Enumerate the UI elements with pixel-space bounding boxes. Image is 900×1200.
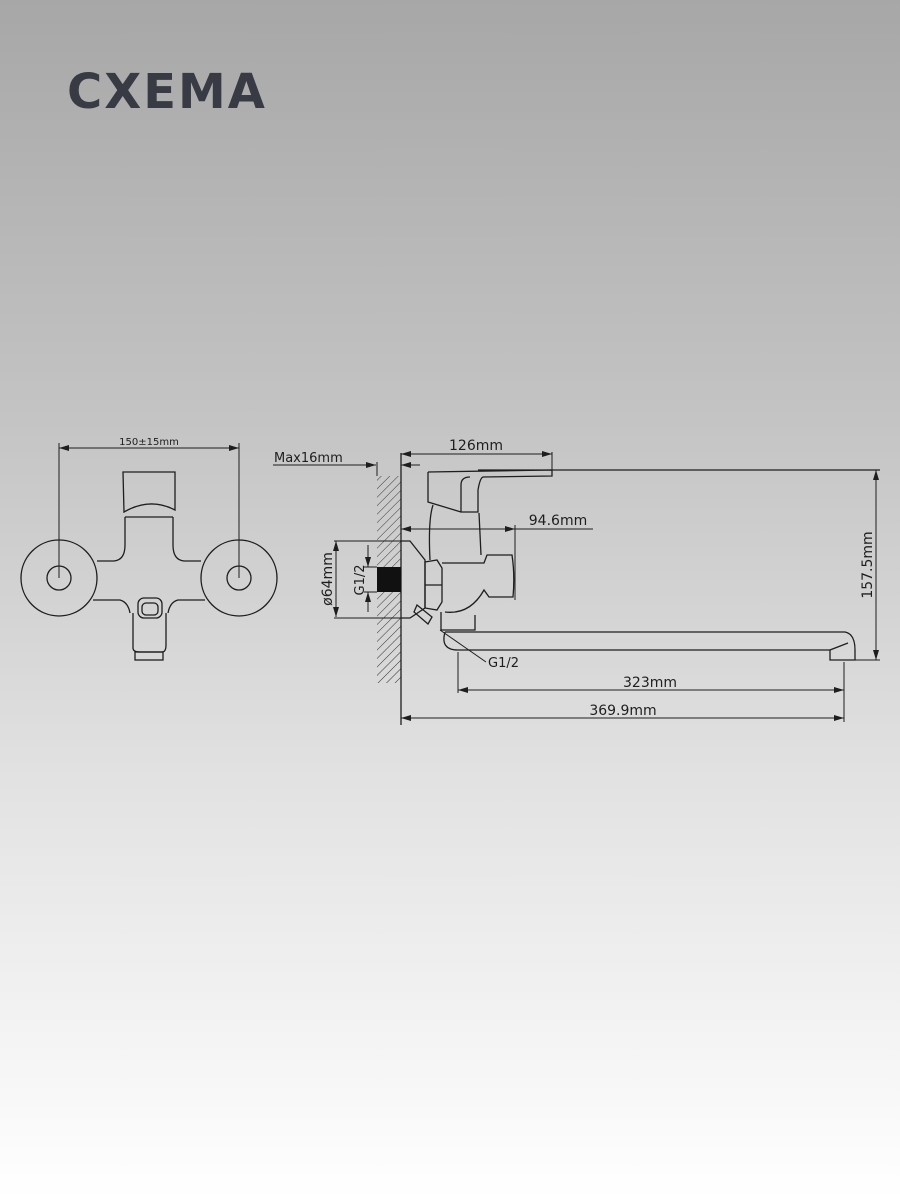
page-title: СХЕМА (67, 64, 267, 120)
height-dimension: 157.5mm (860, 531, 876, 598)
inlet-thread-label: G1/2 (353, 565, 368, 596)
lever-front (122, 471, 176, 514)
lever-reach-dimension: 126mm (449, 438, 503, 454)
body-depth-dimension: 94.6mm (529, 513, 587, 529)
left-eccentric-flange (20, 539, 98, 617)
right-eccentric-flange (200, 539, 278, 617)
front-view: 150±15mm (20, 437, 278, 661)
side-view: Max16mm 126mm 94.6mm 157.5mm ø64mm G1/2 … (273, 438, 880, 725)
flange-diameter-dimension: ø64mm (320, 552, 336, 606)
total-length-dimension: 369.9mm (589, 703, 656, 719)
spout-length-dimension: 323mm (623, 675, 677, 691)
wall-thickness-dimension: Max16mm (274, 451, 343, 466)
spacing-dimension: 150±15mm (119, 437, 179, 448)
spout-thread-label: G1/2 (488, 656, 519, 671)
inlet-thread (377, 567, 401, 592)
spout (443, 631, 856, 661)
